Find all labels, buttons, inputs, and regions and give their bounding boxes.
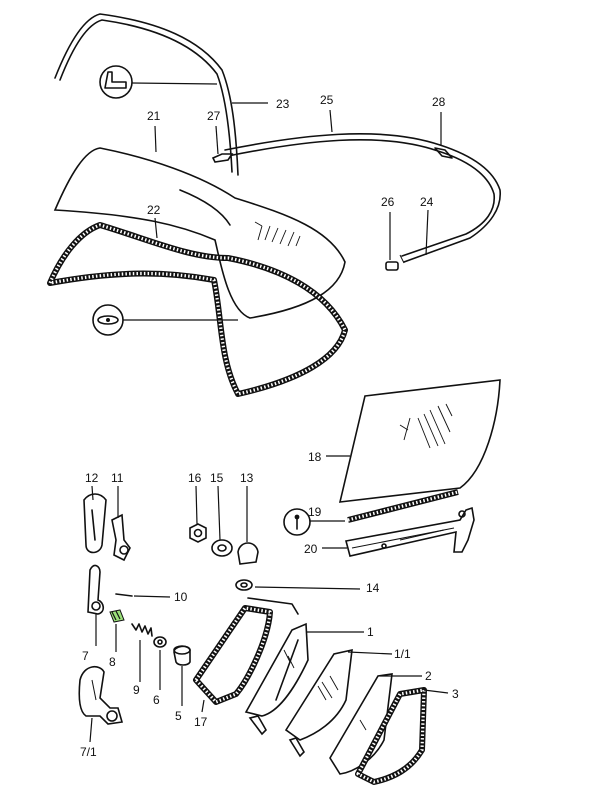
label-part-22: 22	[147, 203, 161, 217]
badge-icon	[92, 304, 124, 336]
coil-spring	[131, 623, 153, 637]
label-part-10: 10	[174, 590, 188, 604]
side-window-trim	[224, 133, 501, 264]
quarter-glass	[329, 673, 393, 775]
label-part-17: 17	[194, 715, 208, 729]
label-part-3: 3	[452, 687, 459, 701]
roof-trim-strip	[54, 13, 239, 176]
hex-nut	[189, 523, 207, 543]
label-part-23: 23	[276, 97, 290, 111]
label-part-1-1: 1/1	[394, 647, 411, 661]
label-part-5: 5	[175, 709, 182, 723]
label-part-28: 28	[432, 95, 446, 109]
label-part-25: 25	[320, 93, 334, 107]
screw-icon	[283, 508, 311, 536]
label-part-12: 12	[85, 471, 99, 485]
label-part-21: 21	[147, 109, 161, 123]
lever	[87, 564, 105, 615]
label-part-26: 26	[381, 195, 395, 209]
latch-handle	[83, 493, 107, 554]
window-seal-strip	[347, 489, 459, 523]
rubber-stop	[237, 542, 259, 565]
label-part-13: 13	[240, 471, 254, 485]
label-part-2: 2	[425, 669, 432, 683]
side-window-glass	[338, 379, 501, 503]
seal-profile-icon	[99, 65, 133, 99]
trim-clip	[385, 261, 399, 271]
label-part-24: 24	[420, 195, 434, 209]
label-part-16: 16	[188, 471, 202, 485]
knob	[173, 645, 191, 666]
vent-window-frame	[244, 622, 309, 736]
spring-highlighted	[109, 609, 125, 623]
latch-bracket	[111, 513, 131, 562]
label-part-11: 11	[111, 471, 124, 485]
small-grommet	[153, 636, 167, 648]
rear-window-glass	[53, 147, 346, 319]
quarter-glass-seal	[355, 687, 427, 785]
trim-end-cap	[211, 153, 234, 163]
label-part-14: 14	[366, 581, 380, 595]
label-part-7: 7	[82, 649, 89, 663]
label-part-9: 9	[133, 683, 140, 697]
window-channel	[345, 506, 475, 557]
label-part-19: 19	[308, 505, 322, 519]
label-part-8: 8	[109, 655, 116, 669]
label-part-27: 27	[207, 109, 221, 123]
latch-assembly	[78, 665, 124, 725]
pin	[115, 593, 133, 597]
label-part-18: 18	[308, 450, 322, 464]
vent-window-seal	[193, 597, 299, 705]
vent-window-glass	[284, 648, 353, 758]
rear-window-seal	[47, 222, 348, 397]
label-part-20: 20	[304, 542, 318, 556]
label-part-1: 1	[367, 625, 374, 639]
label-part-7-1: 7/1	[80, 745, 97, 759]
flat-washer	[235, 579, 253, 591]
label-part-6: 6	[153, 693, 160, 707]
washer	[211, 539, 233, 557]
label-part-15: 15	[210, 471, 224, 485]
